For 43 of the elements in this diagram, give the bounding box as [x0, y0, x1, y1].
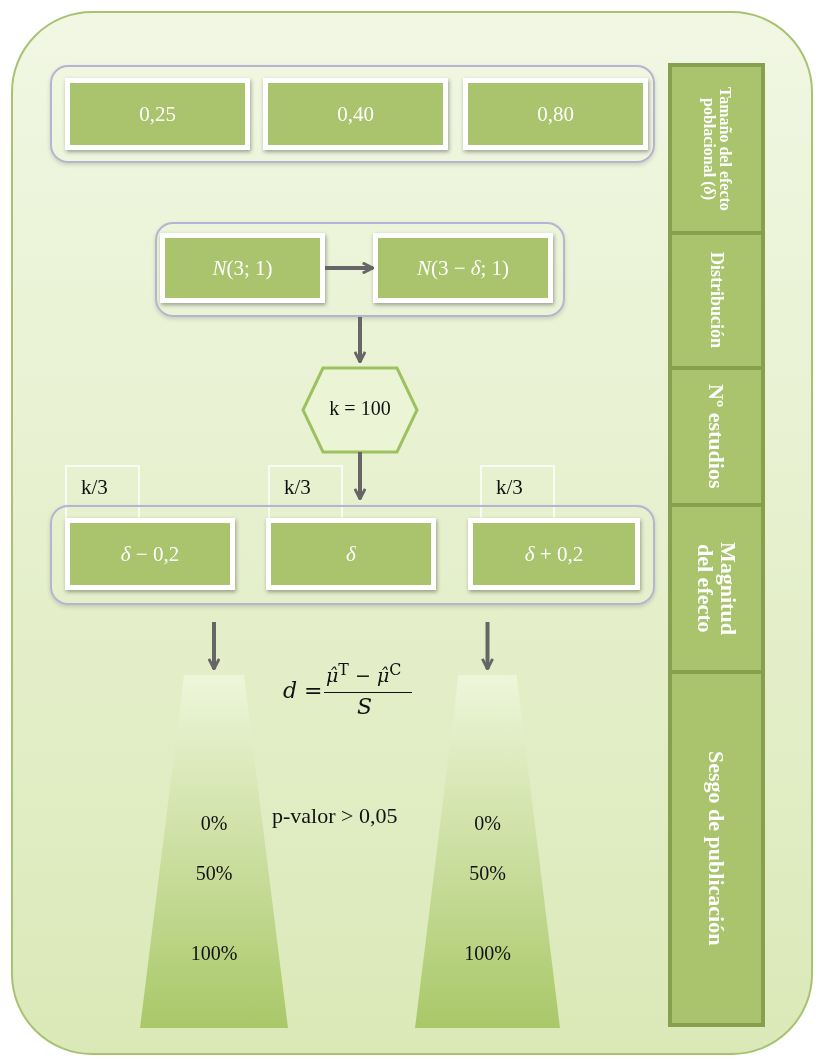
node-label: N(3; 1) [212, 255, 273, 281]
group-frame [50, 505, 655, 605]
percentage-label: 100% [189, 942, 239, 965]
hexagon-node [303, 368, 417, 452]
node-label: 0,40 [337, 101, 374, 127]
node-label: k = 100 [328, 397, 392, 420]
formula-term: d = [283, 678, 323, 703]
percentage-label: 0% [473, 812, 502, 835]
formula-numerator: μ̂$^{T}$ − μ̂$^{C}$ [326, 660, 402, 687]
percentage-label: 50% [468, 862, 507, 885]
value-box [463, 78, 648, 150]
group-frame [155, 222, 565, 317]
value-box [468, 518, 640, 590]
node-label: δ + 0,2 [524, 541, 584, 567]
count-label: k/3 [284, 475, 311, 500]
count-label: k/3 [496, 475, 523, 500]
formula-denominator: S [357, 694, 373, 719]
note-text: p-valor > 0,05 [272, 803, 398, 829]
row-heading: Nº estudios [704, 384, 729, 489]
arrow [353, 452, 367, 501]
node-label: N(3 − δ; 1) [416, 255, 510, 281]
row-heading: Sesgo de publicación [704, 751, 729, 946]
group-frame [50, 65, 655, 163]
node-label: 0,25 [139, 101, 176, 127]
node-label: 0,80 [537, 101, 574, 127]
count-label: k/3 [81, 475, 108, 500]
value-box [65, 518, 235, 590]
percentage-label: 100% [463, 942, 512, 965]
value-box [373, 233, 553, 303]
row-heading: Distribución [707, 252, 726, 349]
value-box [266, 518, 436, 590]
trapezoid-node [415, 675, 560, 1028]
node-label: δ [346, 541, 356, 567]
value-box [160, 233, 325, 303]
arrow [325, 261, 375, 275]
percentage-label: 50% [194, 862, 234, 885]
arrow [480, 622, 495, 671]
arrow [353, 317, 367, 364]
row-heading: Magnitud del efecto [693, 541, 740, 637]
value-box [263, 78, 448, 150]
node-label: δ − 0,2 [120, 541, 180, 567]
value-box [65, 78, 250, 150]
arrow [207, 622, 221, 671]
